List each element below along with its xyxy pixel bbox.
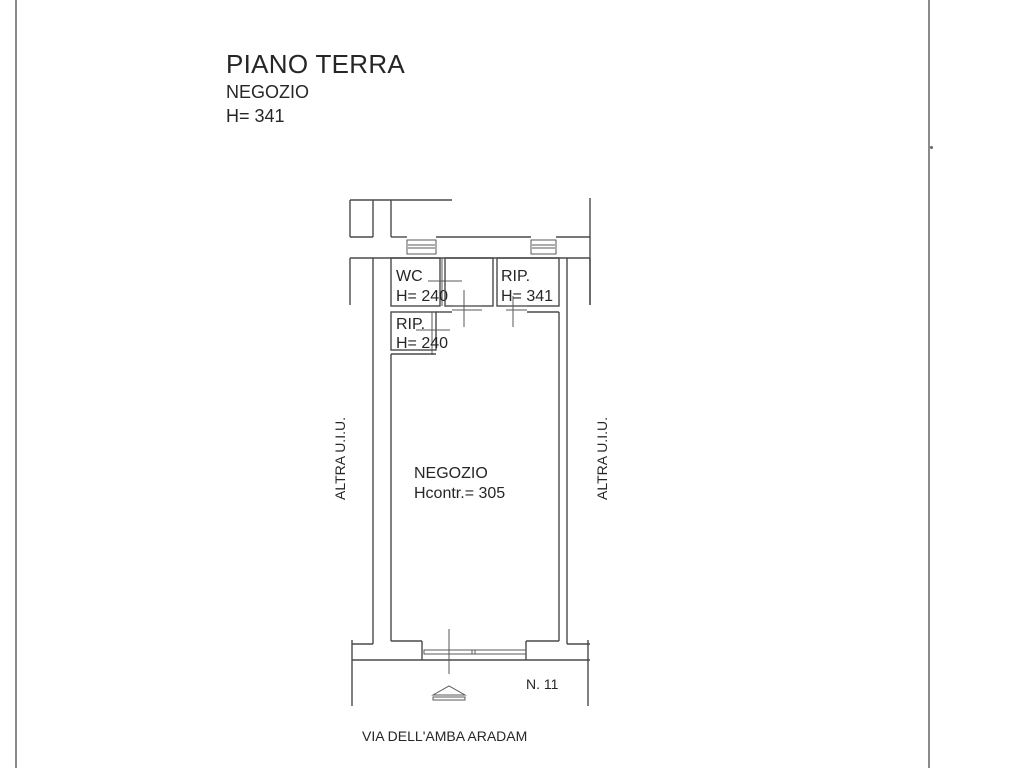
wc-height: H= 240: [396, 288, 448, 305]
left-party-wall: [349, 199, 452, 706]
front-facade: [352, 629, 590, 674]
sheet-mark: [930, 146, 933, 149]
right-party-wall: [566, 258, 591, 706]
entrance-arrow-icon: [431, 685, 467, 701]
room-hall: [444, 257, 494, 311]
unit-height: H= 341: [226, 106, 285, 126]
title-block: PIANO TERRA NEGOZIO H= 341: [226, 50, 405, 128]
negozio-height: Hcontr.= 305: [414, 485, 505, 502]
room-rip-right: RIP. H= 341: [496, 257, 560, 327]
street-name: VIA DELL'AMBA ARADAM: [362, 728, 527, 744]
rip-right-label: RIP.: [501, 268, 530, 285]
rip-right-height: H= 341: [501, 288, 553, 305]
room-wc: WC H= 240: [390, 257, 465, 327]
wc-label: WC: [396, 268, 423, 285]
sheet-border-left: [15, 0, 17, 768]
room-negozio: NEGOZIO Hcontr.= 305: [390, 311, 560, 642]
rip-lower-label: RIP.: [396, 316, 425, 333]
left-neighbor-label: ALTRA U.I.U.: [332, 417, 348, 500]
floor-title: PIANO TERRA: [226, 49, 406, 79]
negozio-label: NEGOZIO: [414, 465, 488, 482]
room-rip-lower: RIP. H= 240: [390, 311, 450, 355]
sheet-border-right: [928, 0, 930, 768]
unit-use: NEGOZIO: [226, 82, 310, 102]
right-neighbor-label: ALTRA U.I.U.: [594, 417, 610, 500]
rip-lower-height: H= 240: [396, 335, 448, 352]
civic-number: N. 11: [526, 676, 559, 692]
